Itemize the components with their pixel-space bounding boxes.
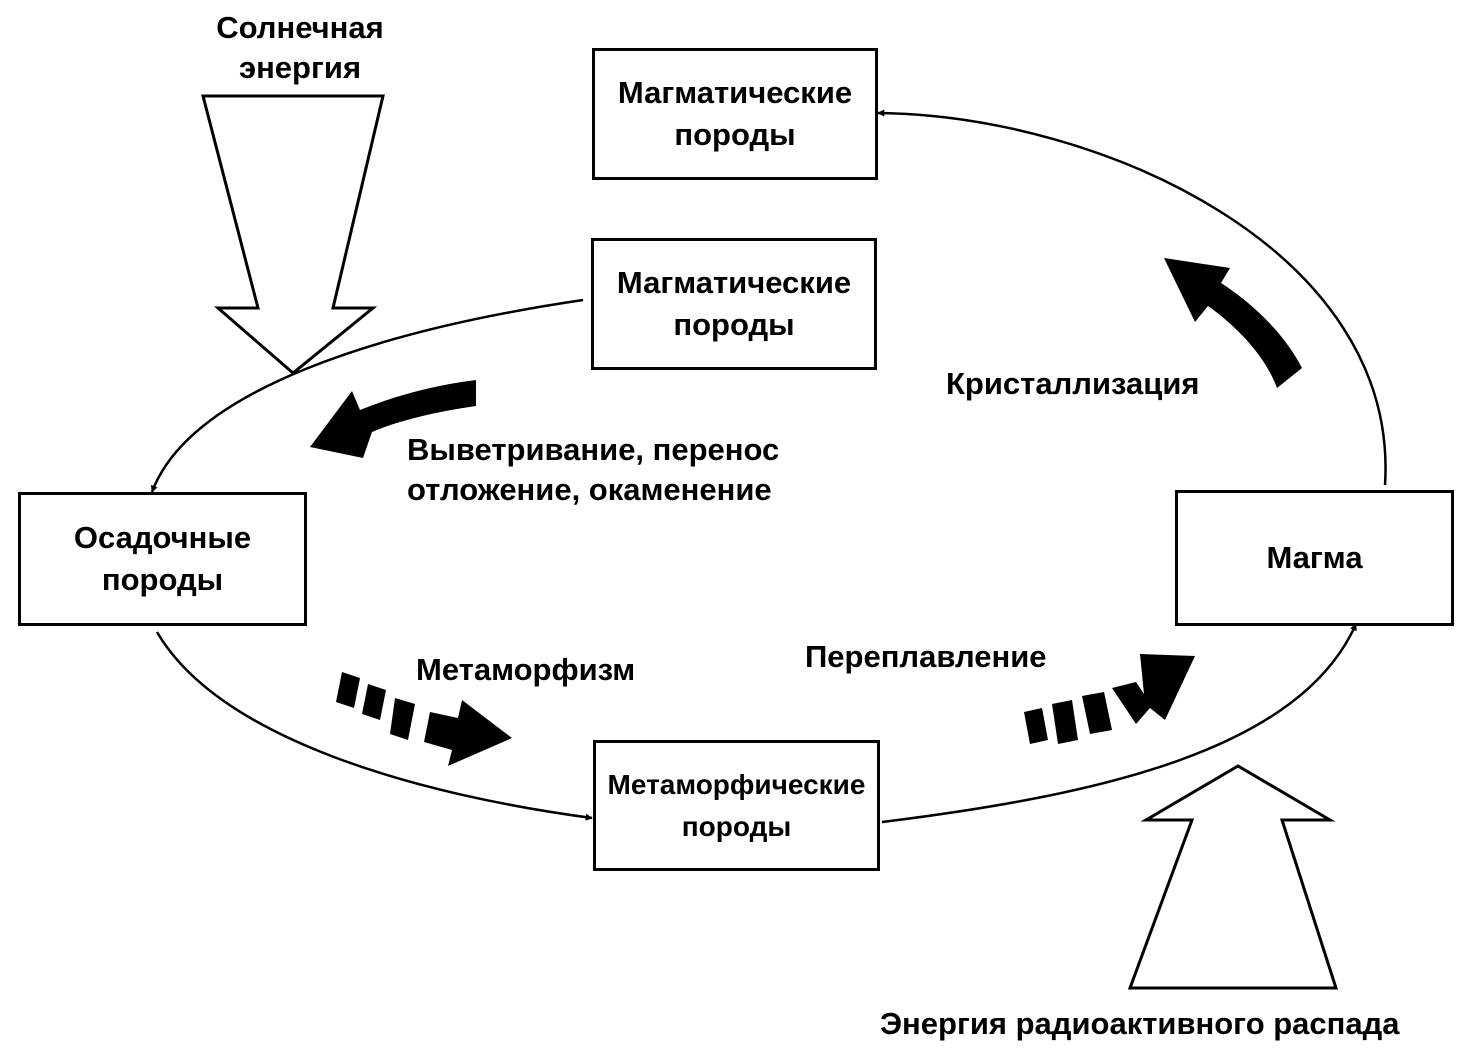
igneous-rocks-box-middle: Магматические породы [591, 238, 877, 370]
radioactive-energy-arrow [1127, 764, 1339, 990]
metamorphic-rocks-box: Метаморфические породы [593, 740, 880, 871]
magma-box: Магма [1175, 490, 1454, 626]
metamorphic-rocks-line2: породы [681, 810, 792, 842]
remelting-dashed-arrow [1024, 654, 1195, 744]
metamorphism-dashed-arrow [336, 672, 512, 766]
metamorphism-label: Метаморфизм [416, 652, 636, 687]
arc-igneous-to-sedimentary [150, 298, 584, 493]
remelting-label: Переплавление [805, 639, 1047, 674]
weathering-line2: отложение, окаменение [407, 472, 772, 507]
metamorphic-rocks-line1: Метаморфические [607, 768, 866, 800]
igneous-rocks-middle-line1: Магматические [616, 265, 852, 300]
magma-label: Магма [1266, 540, 1363, 575]
arc-metamorphic-to-magma [881, 623, 1358, 824]
crystallization-thick-arrow [1164, 258, 1302, 388]
arc-sedimentary-to-metamorphic [155, 631, 593, 821]
sedimentary-rocks-box: Осадочные породы [18, 492, 307, 626]
solar-energy-line1: Солнечная [216, 10, 384, 45]
igneous-rocks-box-top: Магматические породы [592, 48, 878, 180]
arc-magma-to-igneous [877, 109, 1387, 486]
weathering-label: Выветривание, перенос отложение, окамене… [407, 430, 779, 510]
radioactive-energy-label: Энергия радиоактивного распада [880, 1006, 1400, 1041]
crystallization-label: Кристаллизация [946, 366, 1200, 401]
weathering-thick-arrow [310, 380, 476, 458]
sedimentary-rocks-line1: Осадочные [73, 520, 252, 555]
solar-energy-line2: энергия [238, 50, 362, 85]
solar-energy-label: Солнечная энергия [190, 8, 410, 88]
sedimentary-rocks-line2: породы [101, 562, 224, 597]
weathering-line1: Выветривание, перенос [407, 432, 780, 467]
solar-energy-arrow [201, 94, 385, 375]
igneous-rocks-top-line2: породы [674, 117, 796, 152]
igneous-rocks-top-line1: Магматические [617, 75, 853, 110]
igneous-rocks-middle-line2: породы [673, 307, 795, 342]
